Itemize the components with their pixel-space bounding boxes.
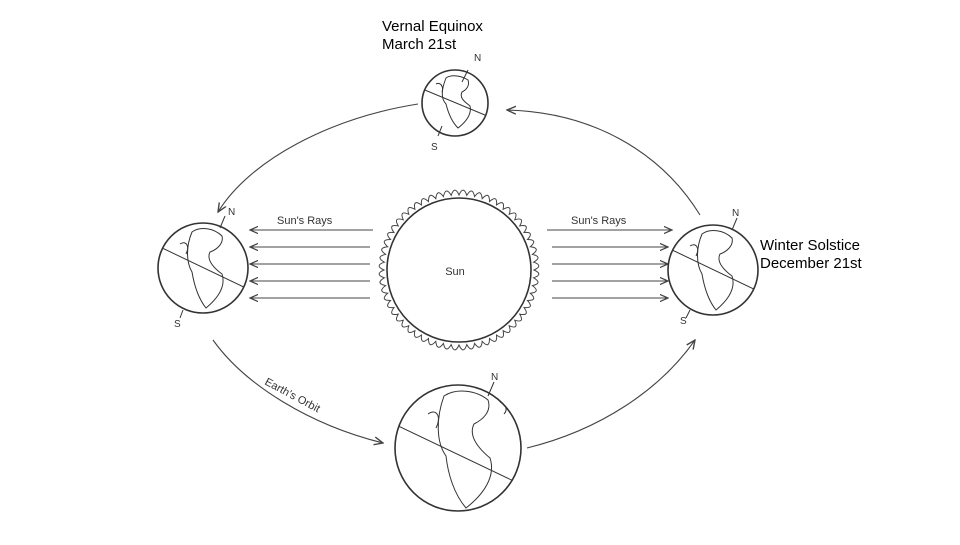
earth-bottom: N: [394, 372, 522, 512]
caption-line: Winter Solstice: [760, 237, 861, 254]
sun-rays-right: Sun's Rays: [547, 215, 672, 298]
south-label: S: [431, 142, 438, 153]
orbit-arc-top-right: [507, 110, 701, 216]
earth-vernal-equinox: N S: [421, 53, 489, 153]
earth-orbit: [212, 103, 701, 449]
caption-line: March 21st: [382, 36, 457, 53]
sun-disk: [386, 197, 532, 343]
orbit-arc-bottom-left: [212, 339, 383, 443]
north-label: N: [474, 53, 481, 64]
sun-corona: [378, 189, 540, 351]
sun: Sun: [378, 189, 540, 351]
north-label: N: [491, 372, 498, 383]
earth-left: N S: [157, 207, 249, 330]
south-label: S: [680, 316, 687, 327]
vernal-equinox-caption: Vernal Equinox March 21st: [382, 18, 483, 54]
sun-label: Sun: [445, 266, 465, 278]
caption-line: December 21st: [760, 255, 862, 272]
sun-rays-right-label: Sun's Rays: [571, 215, 627, 227]
sun-rays-left: Sun's Rays: [250, 215, 373, 298]
south-label: S: [174, 319, 181, 330]
earths-orbit-label: Earth's Orbit: [263, 376, 322, 415]
orbit-arc-top-left: [218, 103, 419, 212]
winter-solstice-caption: Winter Solstice December 21st: [760, 237, 862, 273]
caption-line: Vernal Equinox: [382, 18, 483, 35]
north-label: N: [732, 208, 739, 219]
orbit-arc-bottom-right: [526, 340, 695, 449]
sun-rays-left-label: Sun's Rays: [277, 215, 333, 227]
north-label: N: [228, 207, 235, 218]
earth-winter-solstice: N S: [667, 208, 759, 327]
